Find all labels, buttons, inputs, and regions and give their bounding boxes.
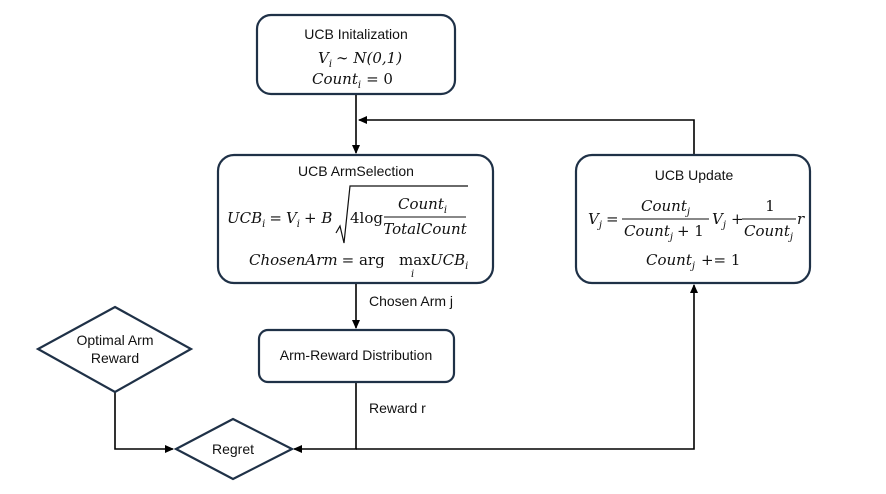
distribution-label: Arm-Reward Distribution	[280, 347, 432, 363]
update-fraction2-denominator: Countj	[744, 222, 793, 243]
update-count-formula: Countj+= 1	[646, 251, 740, 272]
select-title: UCB ArmSelection	[298, 163, 414, 179]
sqrt-sign	[335, 185, 468, 244]
init-v-formula: Vi∼ N(0,1)	[318, 49, 402, 70]
edge-distribution-to-regret	[293, 383, 357, 453]
distribution-box	[257, 328, 456, 384]
ucb-formula-lhs: UCBi=Vi+ B	[227, 209, 332, 230]
edge-reward-to-update	[356, 284, 698, 450]
update-title: UCB Update	[655, 167, 734, 183]
node-optimal-arm-reward: Optimal Arm Reward	[35, 305, 194, 394]
node-ucb-update: UCB Update Vj= Countj Countj+ 1 Vj+ 1 Co…	[574, 153, 812, 285]
sqrt-four-log: 4log	[350, 209, 383, 227]
max-operator: max	[399, 251, 431, 269]
regret-label: Regret	[212, 441, 254, 457]
update-v-lhs: Vj=	[588, 210, 619, 231]
update-r-term: r	[797, 210, 805, 228]
sqrt-denominator: TotalCount	[383, 220, 467, 238]
optimal-label-line1: Optimal Arm	[76, 332, 153, 348]
update-vj-term: Vj+	[712, 210, 744, 231]
edge-update-to-select	[358, 116, 695, 155]
init-title: UCB Initalization	[304, 26, 408, 42]
node-regret: Regret	[173, 417, 295, 481]
edge-label-reward: Reward r	[369, 400, 426, 416]
node-ucb-initialization: UCB Initalization Vi∼ N(0,1) Counti= 0	[255, 13, 457, 96]
node-arm-reward-distribution: Arm-Reward Distribution	[257, 328, 456, 384]
update-fraction1-denominator: Countj+ 1	[624, 222, 704, 243]
optimal-diamond	[35, 305, 194, 394]
node-ucb-arm-selection: UCB ArmSelection UCBi=Vi+ B 4log Counti …	[216, 153, 495, 285]
optimal-label-line2: Reward	[91, 350, 139, 366]
edge-label-chosen-arm: Chosen Arm j	[369, 293, 453, 309]
update-fraction1-numerator: Countj	[641, 197, 690, 218]
init-count-formula: Counti= 0	[312, 70, 393, 91]
select-box	[216, 153, 495, 285]
max-subscript: i	[411, 269, 414, 280]
edge-optimal-to-regret	[114, 392, 174, 453]
chosen-arm-formula: ChosenArm= arg	[249, 251, 385, 269]
init-box	[255, 13, 457, 96]
chosen-ucb-term: UCBi	[430, 251, 468, 272]
sqrt-numerator: Counti	[398, 195, 447, 216]
update-fraction2-numerator: 1	[765, 197, 775, 215]
regret-diamond	[173, 417, 295, 481]
